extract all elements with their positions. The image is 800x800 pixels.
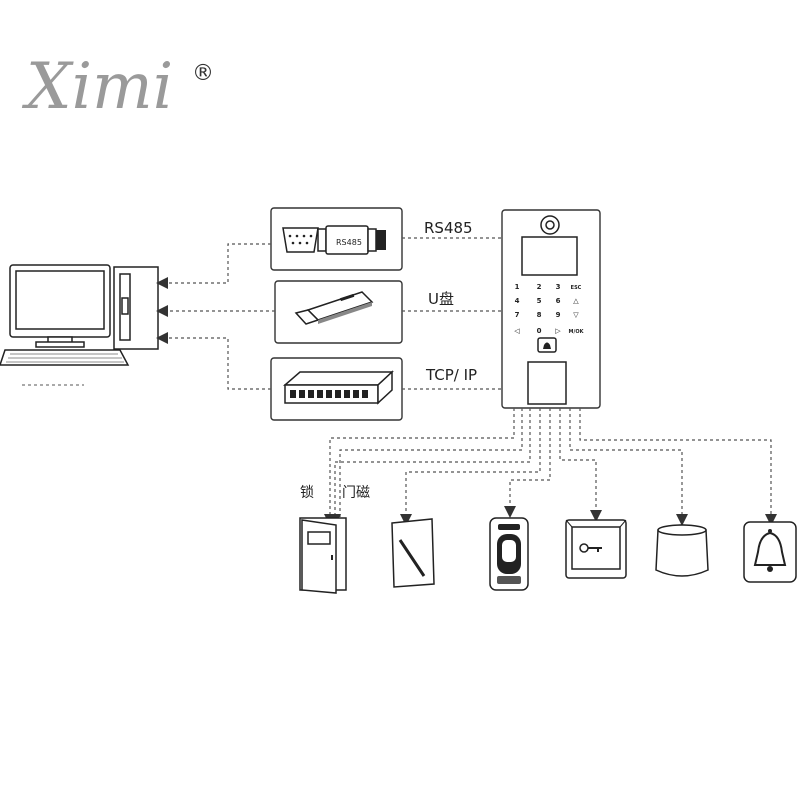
bell-icon [743, 521, 797, 583]
keypad-key: 0 [537, 327, 542, 335]
keypad-key: 4 [515, 297, 520, 305]
keypad-key: 8 [537, 311, 542, 319]
card-reader-icon [391, 518, 435, 588]
fingerprint-reader-icon [489, 517, 529, 591]
door-icon [299, 517, 347, 594]
rs485-pc-line [156, 243, 271, 289]
computer-icon [0, 264, 159, 386]
registered-mark: ® [192, 61, 214, 86]
brand-logo: Ximi ® [21, 50, 214, 124]
door-sensor-line [329, 408, 531, 526]
keypad-key: 1 [515, 283, 520, 291]
card-reader-line [400, 408, 541, 526]
keypad-key: ▽ [573, 311, 579, 319]
keypad-key: 3 [556, 283, 561, 291]
keypad-key: 2 [537, 283, 542, 291]
rs485-label: RS485 [424, 219, 473, 237]
keypad-key: ◁ [514, 327, 520, 335]
keypad-key: M/OK [569, 329, 585, 335]
door-sensor-label: 门磁 [342, 485, 370, 501]
keypad-key: 5 [537, 297, 542, 305]
usb-drive-icon [294, 291, 374, 325]
keypad-key: △ [573, 297, 579, 305]
rs485-module-label: RS485 [336, 238, 362, 247]
usb-label: U盘 [428, 290, 454, 308]
fingerprint-reader-line [504, 408, 551, 518]
keypad: 1 2 3 ESC 4 5 6 △ 7 8 9 ▽ ◁ 0 ▷ M/OK [514, 283, 584, 335]
fingerprint-sensor [527, 361, 567, 405]
siren-line [569, 408, 688, 526]
keypad-key: 6 [556, 297, 561, 305]
tcpip-pc-line [156, 332, 271, 390]
keypad-key: 7 [515, 311, 520, 319]
access-control-terminal: 1 2 3 ESC 4 5 6 △ 7 8 9 ▽ ◁ 0 ▷ M/OK [501, 209, 601, 409]
serial-converter-icon: RS485 [282, 225, 386, 255]
lock-label: 锁 [300, 485, 314, 501]
lock-line-2 [339, 408, 523, 520]
keypad-key: ▷ [555, 327, 561, 335]
exit-button-icon [565, 519, 627, 579]
tcpip-label: TCP/ IP [425, 366, 477, 384]
siren-icon [655, 524, 709, 577]
logo-text: Ximi [21, 50, 173, 124]
lock-line [324, 408, 515, 526]
keypad-key: ESC [571, 285, 582, 291]
exit-button-line [559, 408, 602, 522]
keypad-key: 9 [556, 311, 561, 319]
network-switch-icon [282, 370, 394, 405]
bell-line [579, 408, 777, 526]
